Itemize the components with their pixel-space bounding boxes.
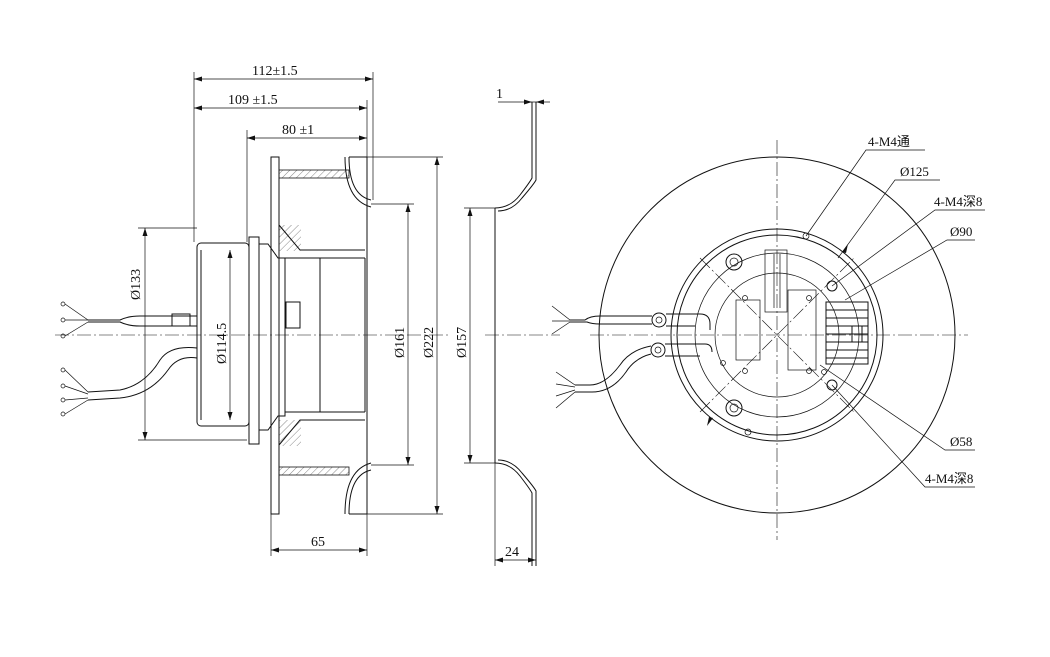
- dim-ring-dia-text: Ø157: [455, 327, 470, 358]
- callout-dia-58: Ø58: [950, 434, 972, 449]
- cables: [60, 301, 198, 417]
- side-view: 112±1.5 109 ±1.5 80 ±1: [55, 64, 450, 556]
- dim-112: 112±1.5: [193, 64, 374, 242]
- dim-impeller-dia-text: Ø222: [422, 327, 437, 358]
- callout-dia-125: Ø125: [900, 164, 929, 179]
- dim-24: 24: [494, 463, 536, 566]
- label-plates: [735, 249, 817, 371]
- callout-4-m4-through: 4-M4通: [868, 134, 910, 149]
- motor-body: [196, 236, 286, 445]
- heat-sink: [825, 301, 869, 365]
- dim-133: Ø133: [129, 227, 247, 441]
- dim-114: Ø114.5: [215, 250, 233, 420]
- callout-4-m4-depth-8-bottom: 4-M4深8: [925, 471, 973, 486]
- dim-157: Ø157: [455, 207, 495, 464]
- dim-80: 80 ±1: [246, 123, 367, 242]
- leaders: [805, 149, 985, 488]
- dim-depth-text: 24: [505, 545, 519, 560]
- dim-length-2-text: 109 ±1.5: [228, 93, 278, 108]
- dim-motor-inner-dia-text: Ø114.5: [215, 323, 230, 364]
- front-view: 4-M4通 Ø125 4-M4深8 Ø90 Ø58 4-M4深8: [551, 134, 985, 540]
- front-cables: [551, 305, 713, 409]
- dim-1: 1: [496, 87, 550, 105]
- callout-4-m4-depth-8-top: 4-M4深8: [934, 194, 982, 209]
- dim-thickness-text: 1: [496, 87, 503, 102]
- dim-109: 109 ±1.5: [194, 93, 368, 200]
- inlet-ring-view: 1 Ø157 24: [455, 87, 560, 566]
- dim-bottom-length-text: 65: [311, 535, 325, 550]
- dim-161: Ø161: [371, 203, 414, 466]
- impeller: [270, 156, 372, 515]
- dim-inlet-dia-text: Ø161: [393, 327, 408, 358]
- callout-dia-90: Ø90: [950, 224, 972, 239]
- dim-65: 65: [270, 514, 368, 556]
- dim-overall-length-text: 112±1.5: [252, 64, 298, 79]
- dim-222: Ø222: [367, 156, 443, 515]
- dim-length-3-text: 80 ±1: [282, 123, 314, 138]
- mounting-lugs: [720, 232, 838, 436]
- dim-motor-dia-text: Ø133: [129, 269, 144, 300]
